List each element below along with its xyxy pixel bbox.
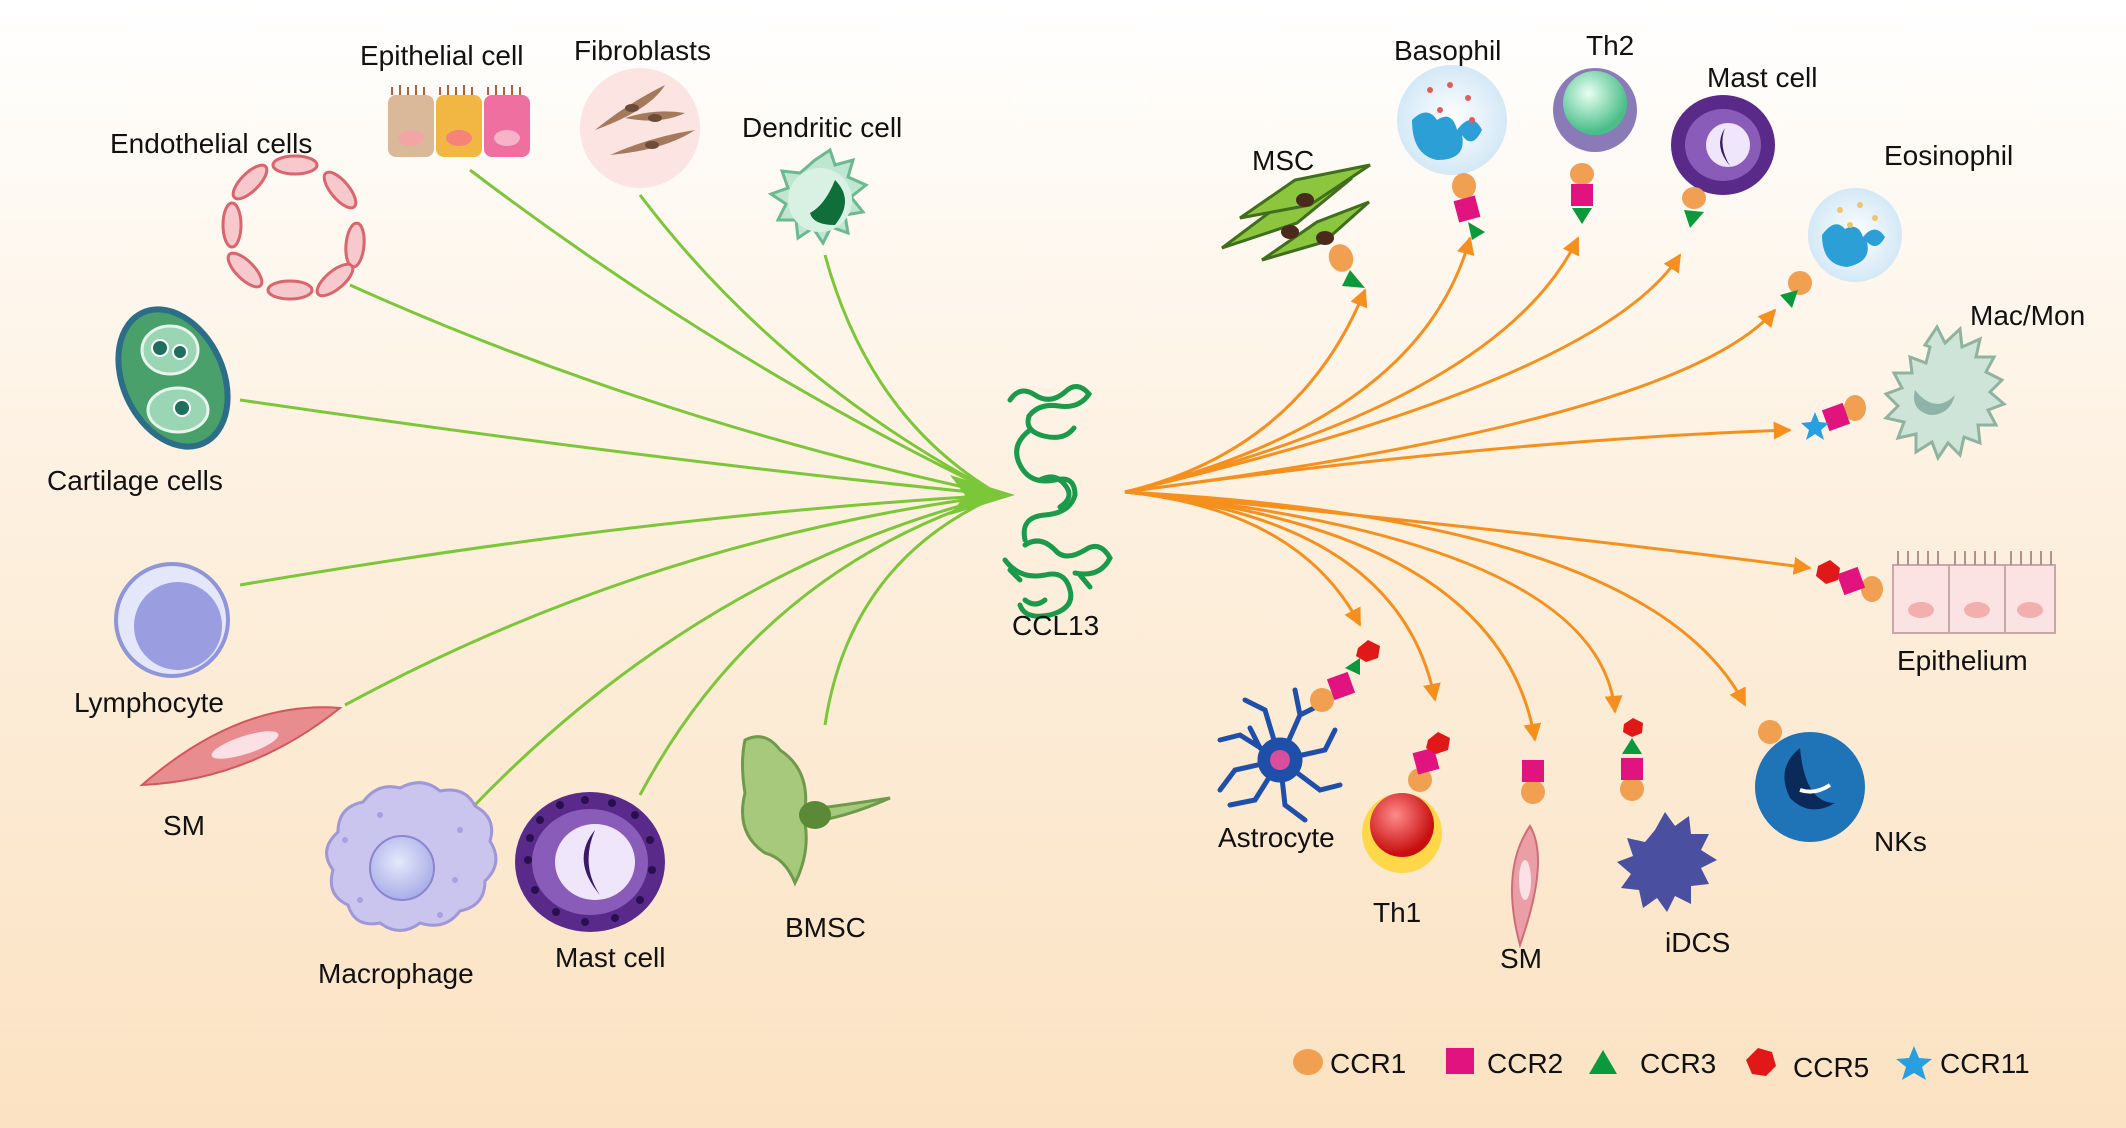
- th1-label: Th1: [1373, 897, 1421, 928]
- cartilage-cells-label: Cartilage cells: [47, 465, 223, 496]
- arrow-to-th2: [1124, 236, 1580, 494]
- source-arrows: [239, 168, 1001, 812]
- astrocyte-icon: [1217, 687, 1343, 823]
- arrow-from-cartilage-cells: [239, 398, 1001, 497]
- legend-label: CCR1: [1330, 1048, 1406, 1079]
- arrow-to-epithelium: [1124, 490, 1812, 575]
- th1-icon: [1362, 793, 1442, 873]
- source-arrowhead: [950, 475, 1015, 515]
- th2-icon: [1553, 68, 1637, 152]
- arrow-to-eosinophil: [1124, 308, 1777, 494]
- mac-mon-label: Mac/Mon: [1970, 300, 2085, 331]
- ccl13-protein-icon: [1002, 384, 1113, 619]
- arrow-from-endothelial-cells: [349, 283, 1001, 497]
- ccr1-ellipse-icon: [1293, 1049, 1323, 1075]
- ccr3-triangle-icon: [1589, 1050, 1617, 1074]
- legend-label: CCR3: [1640, 1048, 1716, 1079]
- ccl13-label: CCL13: [1012, 610, 1099, 641]
- th2-receptors: [1570, 163, 1594, 224]
- bmsc-label: BMSC: [785, 912, 866, 943]
- arrow-from-bmsc: [823, 493, 1001, 726]
- dendritic-cell-icon: [767, 147, 869, 246]
- sm-cell-icon: [139, 706, 343, 787]
- lymphocyte-label: Lymphocyte: [74, 687, 224, 718]
- nks-label: NKs: [1874, 826, 1927, 857]
- epithelial-cell-label: Epithelial cell: [360, 40, 523, 71]
- arrow-to-idcs: [1124, 490, 1623, 714]
- endothelial-cells-label: Endothelial cells: [110, 128, 312, 159]
- legend-label: CCR2: [1487, 1048, 1563, 1079]
- arrow-from-sm: [344, 493, 1001, 707]
- th1-receptors: [1408, 732, 1450, 792]
- sm-right-label: SM: [1500, 943, 1542, 974]
- macrophage-icon: [325, 781, 498, 932]
- nks-receptors: [1758, 720, 1782, 744]
- ccr11-star-icon: [1896, 1046, 1932, 1080]
- epithelium-label: Epithelium: [1897, 645, 2028, 676]
- mast-cell-right-label: Mast cell: [1707, 62, 1817, 93]
- ccr2-square-icon: [1446, 1048, 1474, 1074]
- eosinophil-icon: [1808, 188, 1902, 282]
- bmsc-icon: [741, 735, 891, 887]
- epithelium-icon: [1892, 551, 2056, 634]
- arrow-from-mast-cell: [638, 493, 1001, 796]
- legend-item-ccr3: CCR3: [1589, 1048, 1716, 1079]
- target-arrows: [1124, 236, 1812, 742]
- msc-receptors: [1328, 244, 1365, 288]
- legend-item-ccr1: CCR1: [1293, 1048, 1406, 1079]
- cartilage-cells-icon: [115, 306, 231, 450]
- mac-mon-receptors: [1801, 395, 1866, 440]
- fibroblasts-label: Fibroblasts: [574, 35, 711, 66]
- mac-mon-icon: [1883, 324, 2007, 462]
- arrow-to-sm: [1124, 490, 1542, 742]
- epithelium-receptors: [1816, 560, 1883, 602]
- basophil-receptors: [1452, 173, 1485, 240]
- arrow-to-mac-mon: [1124, 421, 1792, 494]
- basophil-icon: [1397, 65, 1507, 175]
- epithelial-cell-icon: [388, 85, 530, 157]
- mast-cell-left-icon: [515, 792, 665, 932]
- arrow-to-mast-cell: [1124, 253, 1682, 494]
- arrow-from-lymphocyte: [239, 493, 1001, 587]
- fibroblasts-icon: [580, 68, 700, 188]
- sm-left-label: SM: [163, 810, 205, 841]
- sm-right-receptors: [1521, 760, 1545, 804]
- legend-label: CCR5: [1793, 1052, 1869, 1083]
- nks-icon: [1755, 732, 1865, 842]
- legend-item-ccr11: CCR11: [1896, 1046, 2030, 1080]
- arrow-from-fibroblasts: [638, 194, 1001, 497]
- msc-icon: [1221, 163, 1371, 262]
- endothelial-cells-icon: [221, 154, 366, 301]
- lymphocyte-icon: [114, 562, 230, 678]
- astrocyte-receptors: [1310, 640, 1380, 712]
- mast-cell-right-icon: [1671, 95, 1775, 195]
- legend: CCR1 CCR2 CCR3 CCR5 CCR11: [1293, 1046, 2030, 1083]
- idcs-label: iDCS: [1665, 927, 1730, 958]
- eosinophil-label: Eosinophil: [1884, 140, 2013, 171]
- idcs-icon: [1617, 812, 1717, 912]
- idcs-receptors: [1620, 718, 1644, 801]
- arrow-from-epithelial-cell: [469, 168, 1001, 497]
- legend-item-ccr5: CCR5: [1746, 1048, 1869, 1083]
- mast-cell-left-label: Mast cell: [555, 942, 665, 973]
- th2-label: Th2: [1586, 30, 1634, 61]
- dendritic-cell-label: Dendritic cell: [742, 112, 902, 143]
- astrocyte-label: Astrocyte: [1218, 822, 1335, 853]
- legend-item-ccr2: CCR2: [1446, 1048, 1563, 1079]
- arrow-from-macrophage: [468, 493, 1001, 812]
- sm-right-icon: [1511, 824, 1539, 949]
- ccr5-hexagon-icon: [1746, 1048, 1776, 1076]
- eosinophil-receptors: [1780, 271, 1812, 308]
- legend-label: CCR11: [1940, 1048, 2030, 1079]
- macrophage-label: Macrophage: [318, 958, 474, 989]
- basophil-label: Basophil: [1394, 35, 1501, 66]
- msc-label: MSC: [1252, 145, 1314, 176]
- arrow-to-nks: [1124, 490, 1747, 707]
- mast-cell-right-receptors: [1682, 187, 1706, 228]
- arrow-from-dendritic-cell: [823, 254, 1001, 497]
